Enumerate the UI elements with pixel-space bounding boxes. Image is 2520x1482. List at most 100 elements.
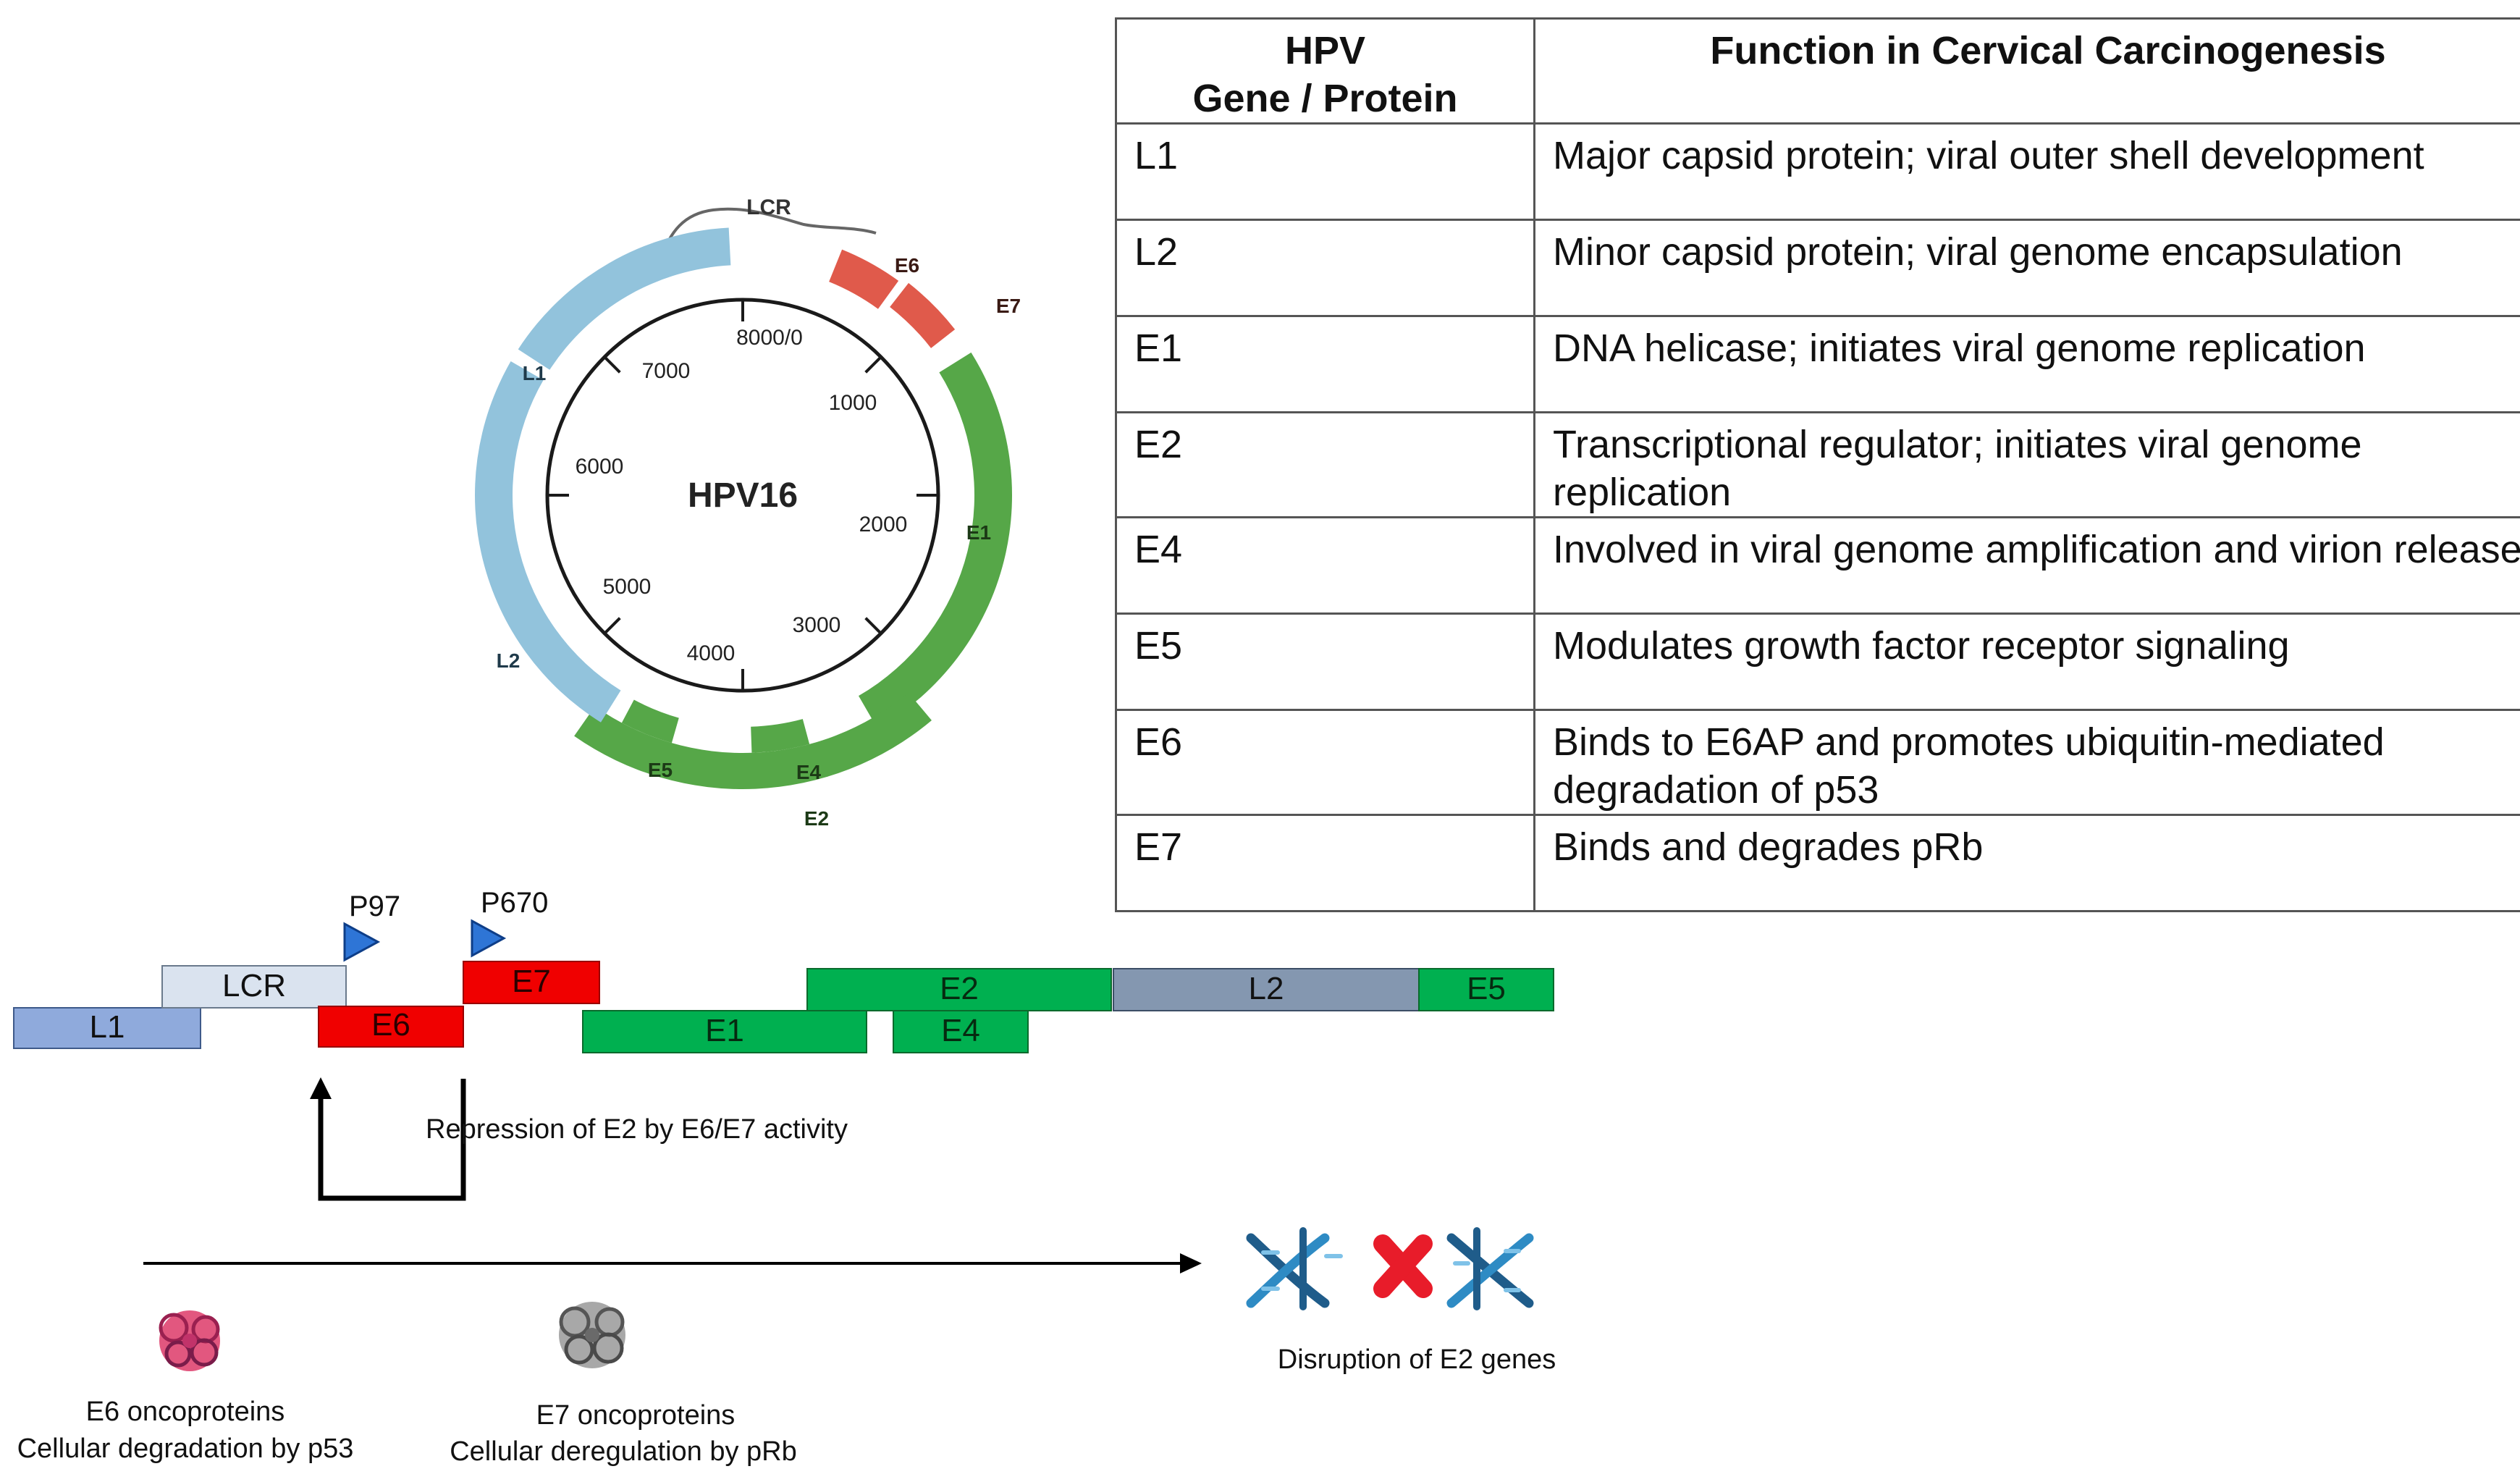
- gene-label-e6: E6: [371, 1007, 410, 1043]
- function-cell: Binds and degrades pRb: [1533, 814, 2520, 912]
- genome-tick-mark: [603, 355, 621, 374]
- disruption-x-icon: [1373, 1234, 1433, 1298]
- gene-cell: E4: [1115, 516, 1535, 615]
- gene-label-e5: E5: [1467, 971, 1506, 1006]
- function-cell: Modulates growth factor receptor signali…: [1533, 612, 2520, 711]
- gene-function-table: HPV Gene / Protein Function in Cervical …: [1115, 17, 2520, 912]
- function-cell: Major capsid protein; viral outer shell …: [1533, 122, 2520, 221]
- promoter-p670-icon: [471, 919, 507, 958]
- table-row: E1 DNA helicase; initiates viral genome …: [1115, 315, 2520, 413]
- arc-label-e1: E1: [966, 521, 991, 544]
- promoter-p97-label: P97: [349, 891, 400, 922]
- broken-dna-icon: [1246, 1227, 1534, 1310]
- gene-label-l1: L1: [90, 1009, 125, 1045]
- e7-oncoprotein-line1: E7 oncoproteins: [536, 1400, 736, 1431]
- genome-tick-mark: [603, 617, 621, 635]
- repression-bracket: [318, 1079, 466, 1201]
- progression-arrowhead-icon: [1180, 1253, 1202, 1273]
- arc-label-e5: E5: [648, 759, 673, 781]
- genome-tick-label: 1000: [829, 391, 877, 415]
- genome-arcs: [475, 227, 1012, 789]
- arc-e2: [574, 692, 932, 789]
- arc-label-l2: L2: [497, 649, 521, 672]
- gene-box-l1: [13, 1007, 201, 1049]
- gene-label-e7: E7: [512, 964, 551, 999]
- arc-label-e6: E6: [895, 254, 919, 277]
- repression-arrowhead-icon: [310, 1077, 332, 1099]
- gene-box-lcr: [161, 965, 347, 1009]
- gene-box-l2: [1113, 968, 1420, 1011]
- gene-cell: E6: [1115, 709, 1535, 816]
- arc-label-e2: E2: [804, 807, 829, 830]
- function-cell: Transcriptional regulator; initiates vir…: [1533, 411, 2520, 518]
- arc-label-e4: E4: [796, 761, 822, 783]
- arc-label-l1: L1: [523, 362, 547, 384]
- table-row: L2 Minor capsid protein; viral genome en…: [1115, 219, 2520, 317]
- gene-cell: L1: [1115, 122, 1535, 221]
- gene-box-e1: [582, 1010, 867, 1053]
- lcr-curve: [659, 207, 877, 261]
- genome-tick-label: 5000: [603, 575, 652, 599]
- function-cell: Involved in viral genome amplification a…: [1533, 516, 2520, 615]
- genome-tick-label: 4000: [687, 641, 736, 665]
- arc-e1: [859, 352, 1012, 729]
- gene-label-e2: E2: [940, 971, 979, 1006]
- pathway: E6 oncoproteins Cellular degradation by …: [17, 1227, 1556, 1467]
- genome-tick-label: 7000: [642, 359, 691, 383]
- genome-tick-label: 8000/0: [736, 326, 803, 350]
- genome-tick-mark: [864, 355, 882, 374]
- gene-label-l2: L2: [1249, 971, 1284, 1006]
- gene-label-e1: E1: [705, 1013, 744, 1048]
- gene-cell: E7: [1115, 814, 1535, 912]
- gene-cell: L2: [1115, 219, 1535, 317]
- e6-oncoprotein-line1: E6 oncoproteins: [86, 1397, 285, 1427]
- function-cell: Minor capsid protein; viral genome encap…: [1533, 219, 2520, 317]
- gene-cell: E5: [1115, 612, 1535, 711]
- table-header-row: HPV Gene / Protein Function in Cervical …: [1115, 17, 2520, 125]
- header-gene: HPV Gene / Protein: [1115, 17, 1535, 125]
- arc-l1: [518, 227, 731, 370]
- function-cell: DNA helicase; initiates viral genome rep…: [1533, 315, 2520, 413]
- e7-oncoprotein-icon: [559, 1302, 625, 1368]
- table-row: E4 Involved in viral genome amplificatio…: [1115, 516, 2520, 615]
- gene-label-lcr: LCR: [222, 968, 286, 1003]
- promoter-p97-icon: [343, 922, 381, 962]
- gene-cell: E2: [1115, 411, 1535, 518]
- disruption-label: Disruption of E2 genes: [1278, 1344, 1556, 1375]
- header-gene-line1: HPV: [1284, 29, 1366, 72]
- table-row: L1 Major capsid protein; viral outer she…: [1115, 122, 2520, 221]
- arc-label-e7: E7: [996, 295, 1021, 317]
- arc-e4: [751, 719, 810, 753]
- genome-tick-label: 3000: [793, 613, 841, 637]
- linear-genome-map: L1 LCR E6 E7 E1 E2 E4 L2 E5 P97 P670 Rep…: [13, 887, 1554, 1201]
- genome-center-label: HPV16: [688, 476, 798, 515]
- gene-label-e4: E4: [941, 1013, 980, 1048]
- header-function: Function in Cervical Carcinogenesis: [1533, 17, 2520, 125]
- genome-tick-label: 6000: [576, 455, 624, 479]
- table-row: E2 Transcriptional regulator; initiates …: [1115, 411, 2520, 518]
- gene-box-e6: [318, 1006, 464, 1048]
- gene-box-e4: [893, 1010, 1029, 1053]
- circular-genome-map: 8000/0 1000 2000 3000 4000 5000 6000 7000 HPV16…: [475, 195, 1021, 830]
- arc-e6: [829, 249, 899, 309]
- e6-oncoprotein-line2: Cellular degradation by p53: [17, 1433, 354, 1464]
- arc-e7: [890, 282, 956, 348]
- table-row: E6 Binds to E6AP and promotes ubiquitin-…: [1115, 709, 2520, 816]
- genome-tick-label: 2000: [859, 513, 908, 536]
- gene-box-e7: [463, 961, 600, 1004]
- genome-tick-mark: [864, 617, 882, 635]
- table-row: E7 Binds and degrades pRb: [1115, 814, 2520, 912]
- e6-oncoprotein-icon: [159, 1310, 220, 1371]
- header-gene-line2: Gene / Protein: [1192, 77, 1458, 120]
- genome-ticks: 8000/0 1000 2000 3000 4000 5000 6000 7000: [547, 300, 938, 691]
- lcr-label: LCR: [746, 195, 791, 219]
- arc-e5: [621, 699, 679, 744]
- gene-cell: E1: [1115, 315, 1535, 413]
- table-row: E5 Modulates growth factor receptor sign…: [1115, 612, 2520, 711]
- repression-label: Repression of E2 by E6/E7 activity: [426, 1114, 848, 1145]
- arc-l2: [475, 361, 621, 723]
- e7-oncoprotein-line2: Cellular deregulation by pRb: [450, 1436, 797, 1467]
- gene-box-e5: [1418, 968, 1554, 1011]
- function-cell: Binds to E6AP and promotes ubiquitin-med…: [1533, 709, 2520, 816]
